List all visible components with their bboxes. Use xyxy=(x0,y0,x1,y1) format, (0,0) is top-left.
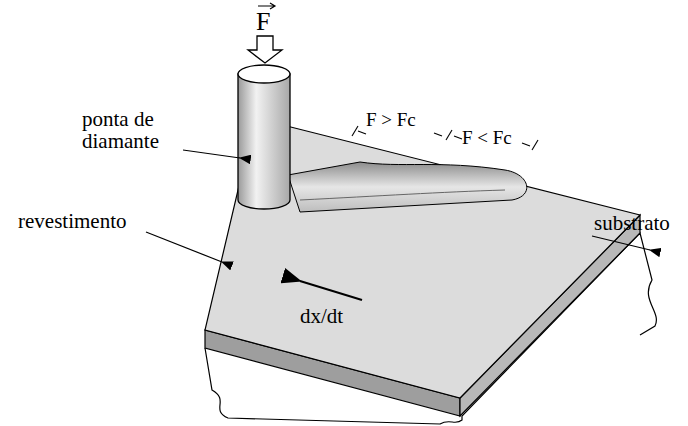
part-label: ponta de diamante xyxy=(82,108,182,152)
motion-label: dx/dt xyxy=(300,305,343,327)
leader-line xyxy=(183,150,240,158)
motion-arrow xyxy=(300,281,362,300)
leader-line xyxy=(146,232,222,262)
part-label: substrato xyxy=(594,212,670,234)
diamond-tip xyxy=(238,65,290,209)
leader-line xyxy=(592,236,650,250)
groove-edge xyxy=(300,190,505,200)
region-label: F > Fc xyxy=(366,110,416,130)
part-label: revestimento xyxy=(18,210,126,232)
force-arrow xyxy=(248,36,282,63)
region-label: F < Fc xyxy=(462,128,512,148)
scratch-groove xyxy=(288,162,527,212)
force-label: F xyxy=(256,8,270,35)
